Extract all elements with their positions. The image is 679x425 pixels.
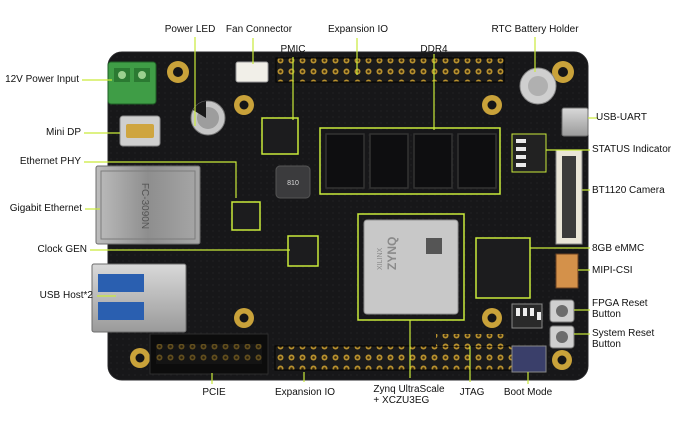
label-boot-mode: Boot Mode <box>503 387 553 398</box>
expansion-io-top-header <box>275 57 505 83</box>
svg-text:FC-3090N: FC-3090N <box>139 183 150 229</box>
bt1120-slot <box>562 156 576 238</box>
label-gigabit-ethernet: Gigabit Ethernet <box>9 203 82 214</box>
callout-lines <box>82 37 598 384</box>
label-expansion-io-bottom: Expansion IO <box>274 387 336 398</box>
label-pcie: PCIE <box>202 387 226 398</box>
label-mini-dp: Mini DP <box>45 127 81 138</box>
label-power-input: 12V Power Input <box>5 74 79 85</box>
mipi-csi-connector <box>555 253 579 289</box>
ethernet-jack: FC-3090N <box>95 165 201 245</box>
label-emmc: 8GB eMMC <box>592 243 645 254</box>
pmic-chip <box>261 117 299 155</box>
jtag-header <box>436 334 506 346</box>
usb-host-port <box>91 263 187 333</box>
capacitor <box>190 100 226 136</box>
label-fpga-reset-line1: FPGA Reset <box>592 298 648 309</box>
label-rtc-battery-holder: RTC Battery Holder <box>491 24 579 35</box>
label-system-reset-line2: Button <box>592 339 621 350</box>
boot-mode-grid <box>511 345 547 373</box>
svg-text:ZYNQ: ZYNQ <box>385 237 399 270</box>
expansion-io-bottom-header <box>274 345 518 371</box>
mini-dp-port <box>119 115 161 147</box>
label-fpga-reset-line2: Button <box>592 309 621 320</box>
label-expansion-io-top: Expansion IO <box>327 24 389 35</box>
pcie-contacts <box>156 344 262 364</box>
label-system-reset-line1: System Reset <box>592 328 655 339</box>
label-ethernet-phy: Ethernet PHY <box>19 156 81 167</box>
boot-mode-switch <box>511 303 543 329</box>
rtc-battery-holder-part <box>519 67 557 105</box>
label-power-led: Power LED <box>164 24 216 35</box>
power-terminal <box>107 61 157 105</box>
fan-connector-part <box>235 61 269 83</box>
label-fpga-reset: FPGA Reset Button <box>592 298 648 320</box>
emmc-chip <box>475 237 531 299</box>
label-zynq-line2: + XCZU3EG <box>373 395 430 406</box>
label-mipi-csi: MIPI-CSI <box>592 265 633 276</box>
status-leds <box>511 133 547 173</box>
label-pmic: PMIC <box>280 44 306 55</box>
label-bt1120-camera: BT1120 Camera <box>592 185 665 196</box>
clock-gen-chip <box>287 235 319 267</box>
svg-text:810: 810 <box>287 180 299 187</box>
label-clock-gen: Clock GEN <box>37 244 87 255</box>
label-ddr4: DDR4 <box>420 44 448 55</box>
label-zynq: Zynq UltraScale + XCZU3EG <box>373 384 444 406</box>
ethernet-phy-chip <box>231 201 261 231</box>
mounting-holes <box>130 61 574 370</box>
label-zynq-line1: Zynq UltraScale <box>373 384 445 395</box>
label-jtag: JTAG <box>459 387 485 398</box>
reset-buttons <box>549 299 575 349</box>
svg-text:XILINX: XILINX <box>377 247 384 270</box>
ddr4-chips <box>319 127 501 195</box>
label-usb-host: USB Host*2 <box>39 290 93 301</box>
label-system-reset: System Reset Button <box>592 328 654 350</box>
inductor: 810 <box>275 165 311 199</box>
usb-uart-port <box>561 107 589 137</box>
zynq-soc: ZYNQ XILINX <box>357 213 465 321</box>
label-usb-uart: USB-UART <box>596 112 647 123</box>
label-status-indicator: STATUS Indicator <box>592 144 672 155</box>
label-fan-connector: Fan Connector <box>225 24 293 35</box>
